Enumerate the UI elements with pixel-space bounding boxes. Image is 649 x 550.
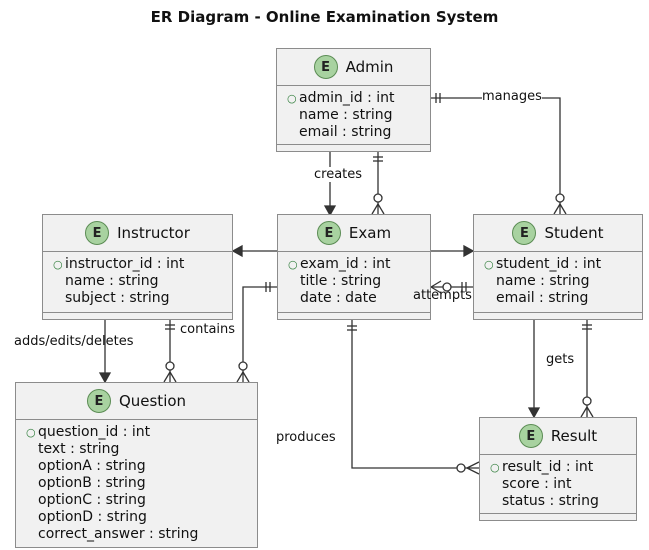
attribute: ○result_id : int [490,459,594,475]
label-gets: gets [546,352,575,367]
attribute: ○instructor_id : int [53,256,185,272]
attribute: name : string [299,107,393,123]
contains-line [242,286,277,382]
attribute: name : string [496,273,590,289]
diagram-title: ER Diagram - Online Examination System [150,8,499,26]
manages-line [431,97,561,214]
entity-badge-icon: E [512,221,537,245]
entity-student[interactable]: E Student ○student_id : int name : strin… [473,214,643,320]
primary-key-icon: ○ [490,461,500,474]
entity-name: Question [118,392,187,410]
produces-line [351,320,479,469]
entity-header: E Student [474,215,642,252]
attribute: optionB : string [38,475,146,491]
attribute: email : string [496,290,589,306]
label-adds-edits-deletes: adds/edits/deletes [14,334,134,349]
label-attempts: attempts [413,288,472,303]
attribute: date : date [300,290,377,306]
attribute: email : string [299,124,392,140]
attribute: score : int [502,476,572,492]
entity-badge-icon: E [85,221,110,245]
attribute: correct_answer : string [38,526,199,542]
attribute: name : string [65,273,159,289]
attribute: optionC : string [38,492,146,508]
entity-badge-icon: E [313,55,338,79]
label-creates: creates [314,167,363,182]
entity-instructor[interactable]: E Instructor ○instructor_id : int name :… [42,214,233,320]
entity-header: E Result [480,418,636,455]
label-manages: manages [482,89,542,104]
attribute: optionA : string [38,458,146,474]
entity-name: Instructor [117,224,190,242]
entity-question[interactable]: E Question ○question_id : int text : str… [15,382,258,548]
attribute: ○exam_id : int [288,256,391,272]
attribute: ○student_id : int [484,256,602,272]
entity-name: Exam [348,224,392,242]
entity-name: Result [550,427,598,445]
entity-badge-icon: E [518,424,543,448]
attribute: title : string [300,273,382,289]
creates-arrowhead [323,205,337,217]
attribute: ○question_id : int [26,424,151,440]
entity-badge-icon: E [316,221,341,245]
entity-header: E Question [16,383,257,420]
primary-key-icon: ○ [287,92,297,105]
primary-key-icon: ○ [484,258,494,271]
entity-name: Admin [345,58,394,76]
entity-header: E Instructor [43,215,232,252]
primary-key-icon: ○ [53,258,63,271]
entity-exam[interactable]: E Exam ○exam_id : int title : string dat… [277,214,431,320]
attribute: optionD : string [38,509,147,525]
entity-name: Student [544,224,604,242]
entity-badge-icon: E [86,389,111,413]
primary-key-icon: ○ [288,258,298,271]
entity-header: E Admin [277,49,430,86]
label-produces: produces [276,430,336,445]
attribute: subject : string [65,290,170,306]
primary-key-icon: ○ [26,426,36,439]
entity-header: E Exam [278,215,430,252]
label-contains: contains [180,322,236,337]
attribute: text : string [38,441,120,457]
entity-admin[interactable]: E Admin ○admin_id : int name : string em… [276,48,431,152]
entity-result[interactable]: E Result ○result_id : int score : int st… [479,417,637,521]
attribute: status : string [502,493,599,509]
attribute: ○admin_id : int [287,90,395,106]
